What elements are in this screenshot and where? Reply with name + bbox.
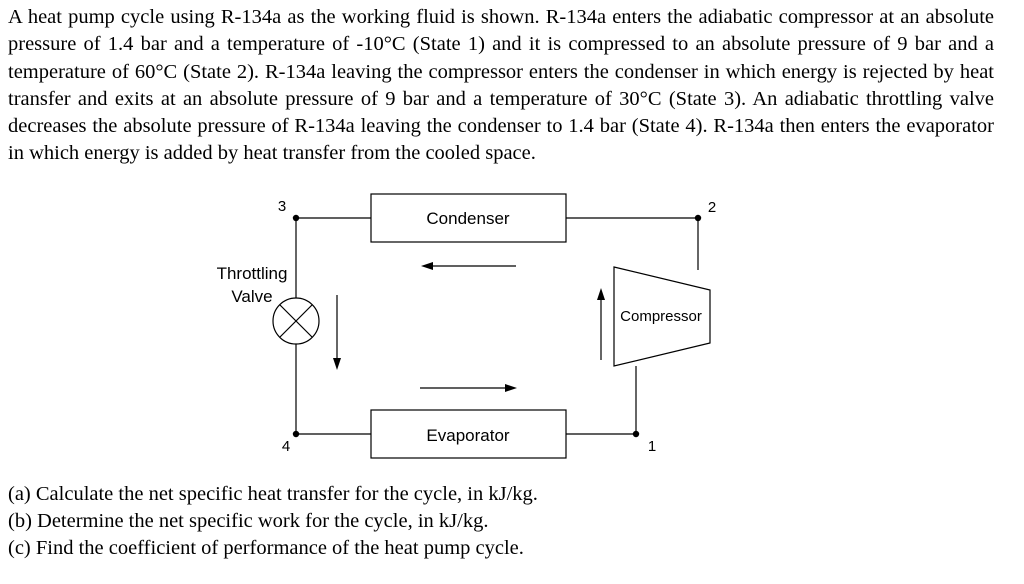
state-point-2 xyxy=(694,214,702,222)
state-label-3: 3 xyxy=(278,198,286,215)
state-label-1: 1 xyxy=(648,438,656,455)
state-label-4: 4 xyxy=(282,438,290,455)
condenser-box xyxy=(370,193,567,243)
compressor-label: Compressor xyxy=(620,308,702,325)
state-points xyxy=(292,214,702,438)
question-b: (b) Determine the net specific work for … xyxy=(8,510,489,532)
state-point-3 xyxy=(292,214,300,222)
throttling-valve-icon xyxy=(272,297,320,345)
problem-statement: A heat pump cycle using R-134a as the wo… xyxy=(8,6,994,165)
arrow-left-head xyxy=(421,262,433,270)
piping xyxy=(295,217,699,435)
valve-label-line1: Throttling xyxy=(217,264,288,283)
flow-arrows xyxy=(333,262,605,392)
condenser-label: Condenser xyxy=(426,209,510,228)
evaporator-box xyxy=(370,409,567,459)
arrow-up-head xyxy=(597,288,605,300)
questions-list: (a) Calculate the net specific heat tran… xyxy=(8,481,538,562)
arrow-right-head xyxy=(505,384,517,392)
state-point-1 xyxy=(632,430,640,438)
compressor-shape xyxy=(613,266,711,367)
arrow-down-head xyxy=(333,358,341,370)
state-point-4 xyxy=(292,430,300,438)
question-a: (a) Calculate the net specific heat tran… xyxy=(8,483,538,505)
valve-label-line2: Valve xyxy=(231,287,272,306)
evaporator-label: Evaporator xyxy=(426,426,509,445)
state-label-2: 2 xyxy=(708,199,716,216)
question-c: (c) Find the coefficient of performance … xyxy=(8,537,524,559)
